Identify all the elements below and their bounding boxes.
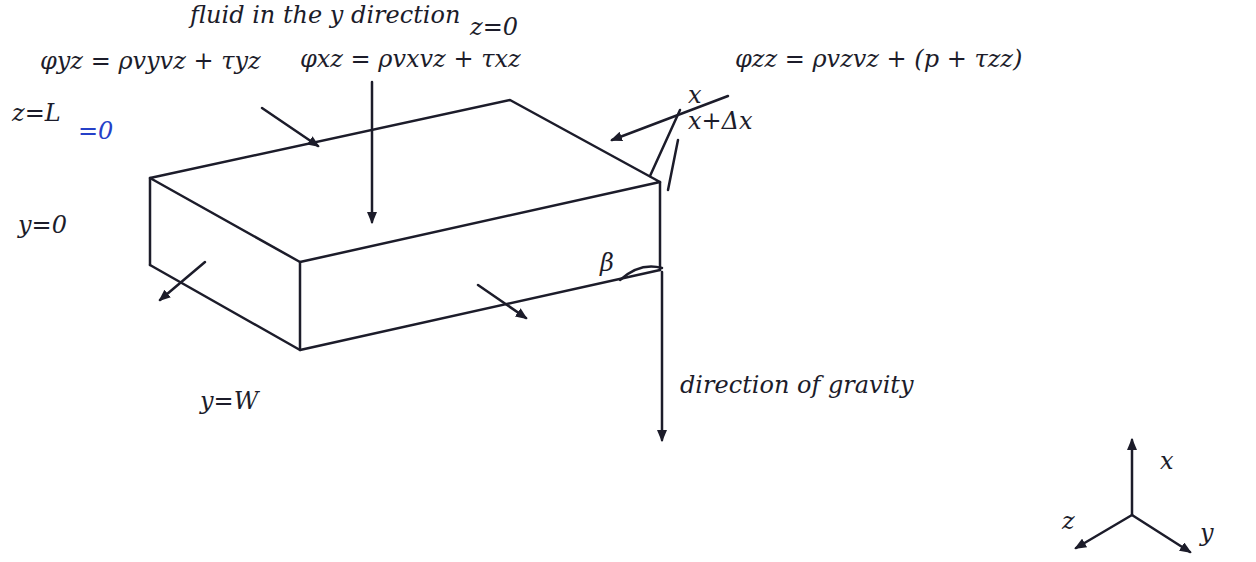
flux-expression: φxz = ρvxvz + τxz (300, 46, 521, 72)
boundary-label: y=W (200, 388, 258, 414)
gravity-label: direction of gravity (680, 372, 914, 398)
note-text: fluid in the y direction (190, 2, 460, 28)
boundary-label: z=0 (470, 14, 518, 40)
axis-label: x (1160, 448, 1174, 474)
angle-label: β (600, 250, 614, 276)
boundary-value: =0 (78, 118, 113, 144)
axis-label: y (1200, 520, 1214, 546)
coordinate-label: x+Δx (688, 108, 753, 134)
axis-label: z (1062, 508, 1075, 534)
flux-expression: φzz = ρvzvz + (p + τzz) (735, 46, 1022, 72)
flux-expression: φyz = ρvyvz + τyz (40, 48, 261, 74)
coordinate-label: x (688, 82, 702, 108)
boundary-label: z=L (12, 100, 61, 126)
boundary-label: y=0 (18, 212, 67, 238)
